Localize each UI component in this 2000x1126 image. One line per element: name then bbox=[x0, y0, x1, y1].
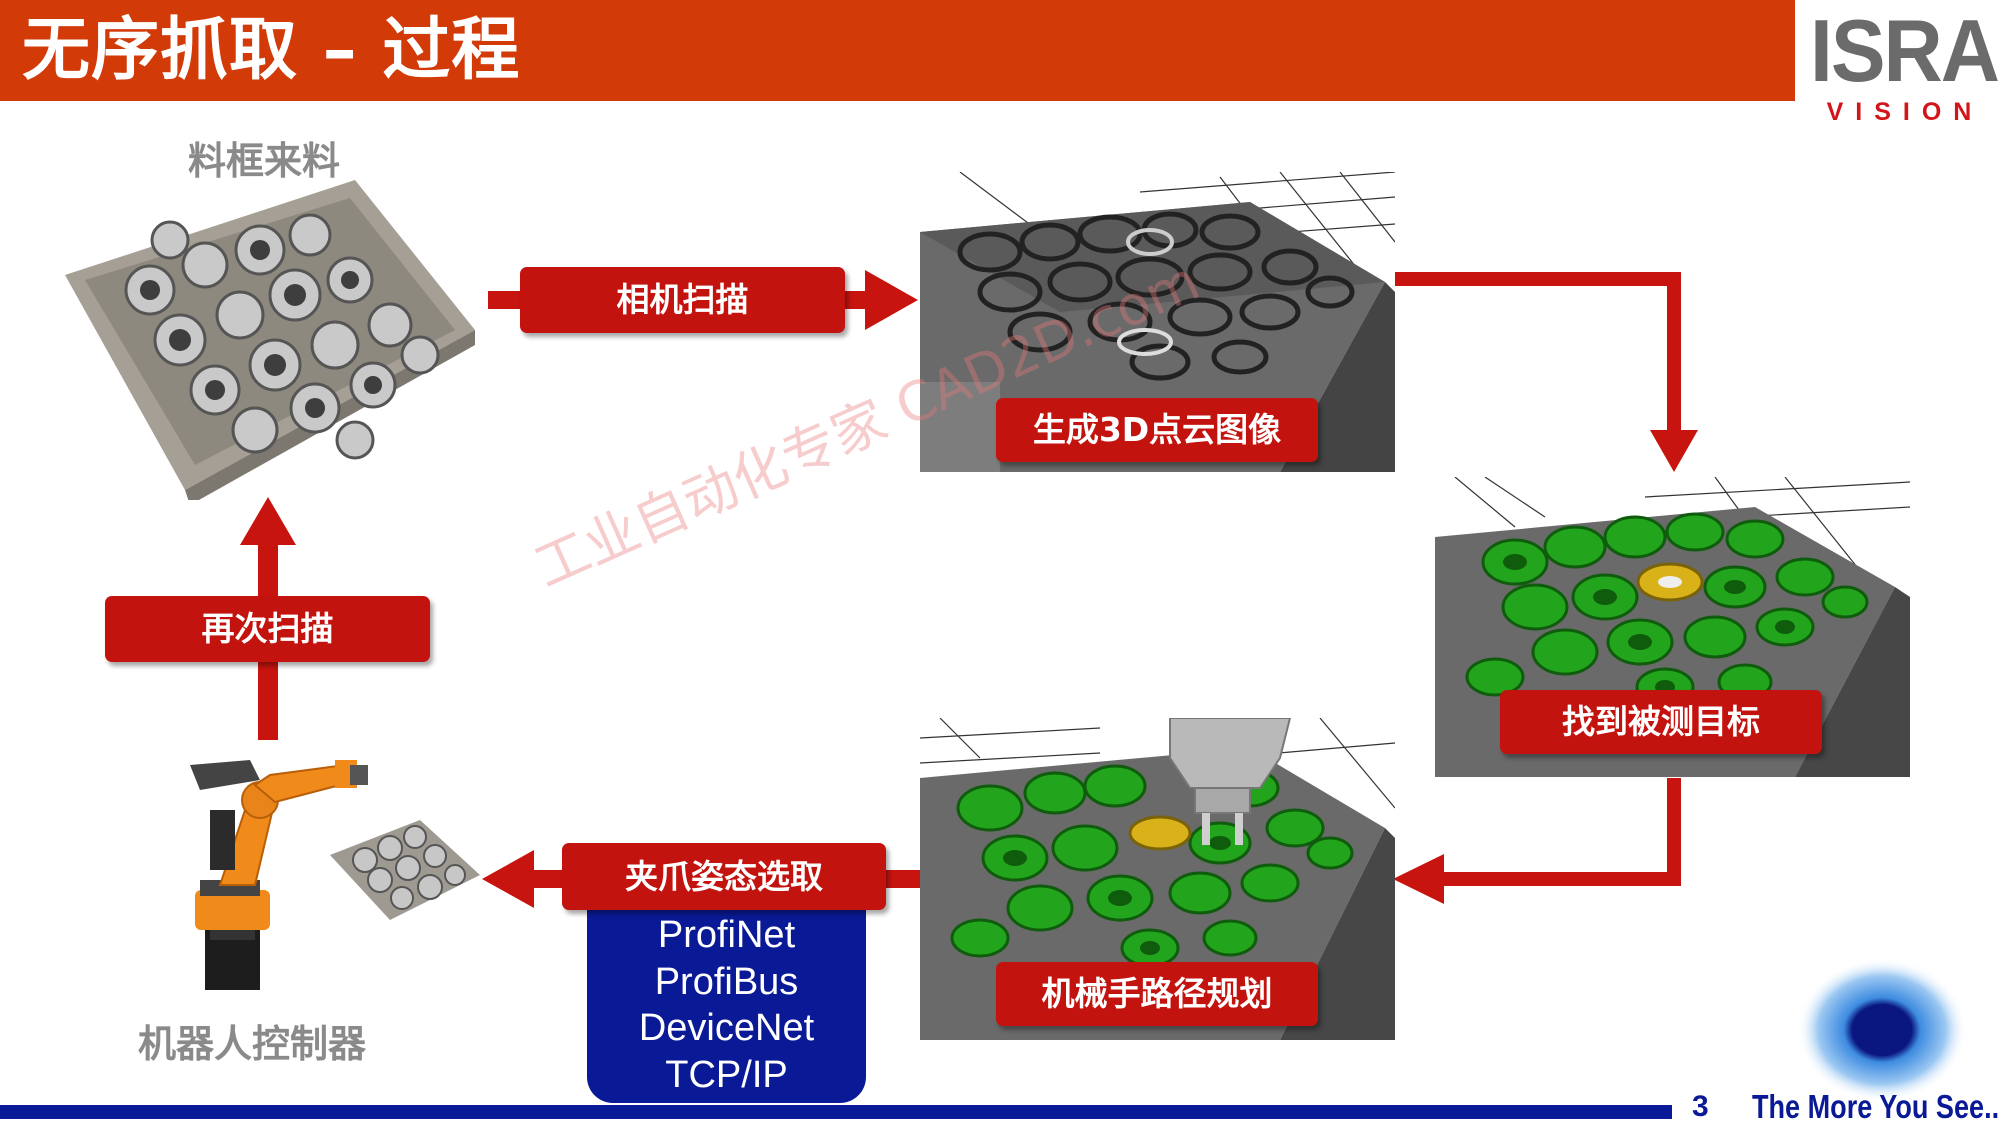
step-find-target: 找到被测目标 bbox=[1500, 690, 1822, 754]
footer-tagline: The More You See... bbox=[1752, 1088, 2000, 1125]
footer-bar bbox=[0, 1105, 1672, 1119]
arrow-to-find-target bbox=[1393, 272, 1698, 472]
arrow-to-path-planning bbox=[1393, 778, 1681, 904]
step-gripper-pose-selection: 夹爪姿态选取 bbox=[562, 843, 886, 910]
bin-of-parts-image bbox=[65, 180, 475, 500]
title-bar bbox=[0, 0, 1795, 101]
industrial-robot-image bbox=[190, 760, 480, 990]
caption-robot-controller: 机器人控制器 bbox=[138, 1022, 367, 1066]
step-rescan: 再次扫描 bbox=[105, 596, 430, 662]
page-number: 3 bbox=[1692, 1090, 1709, 1123]
caption-bin-input: 料框来料 bbox=[188, 139, 341, 183]
isra-logo-subtitle: VISION bbox=[1826, 98, 1984, 126]
step-generate-point-cloud: 生成3D点云图像 bbox=[996, 398, 1318, 462]
slide-title: 无序抓取 – 过程 bbox=[22, 11, 521, 90]
step-robot-path-planning: 机械手路径规划 bbox=[996, 962, 1318, 1026]
protocol-profinet: ProfiNet bbox=[657, 914, 796, 956]
eye-logo-icon bbox=[1797, 958, 1967, 1100]
step-camera-scan: 相机扫描 bbox=[520, 267, 845, 333]
protocol-devicenet: DeviceNet bbox=[638, 1007, 815, 1049]
isra-logo-word: ISRA bbox=[1810, 2, 2000, 101]
protocol-profibus: ProfiBus bbox=[654, 960, 799, 1003]
protocol-list-box: ProfiNet ProfiBus DeviceNet TCP/IP bbox=[587, 906, 866, 1103]
protocol-tcpip: TCP/IP bbox=[665, 1053, 788, 1096]
